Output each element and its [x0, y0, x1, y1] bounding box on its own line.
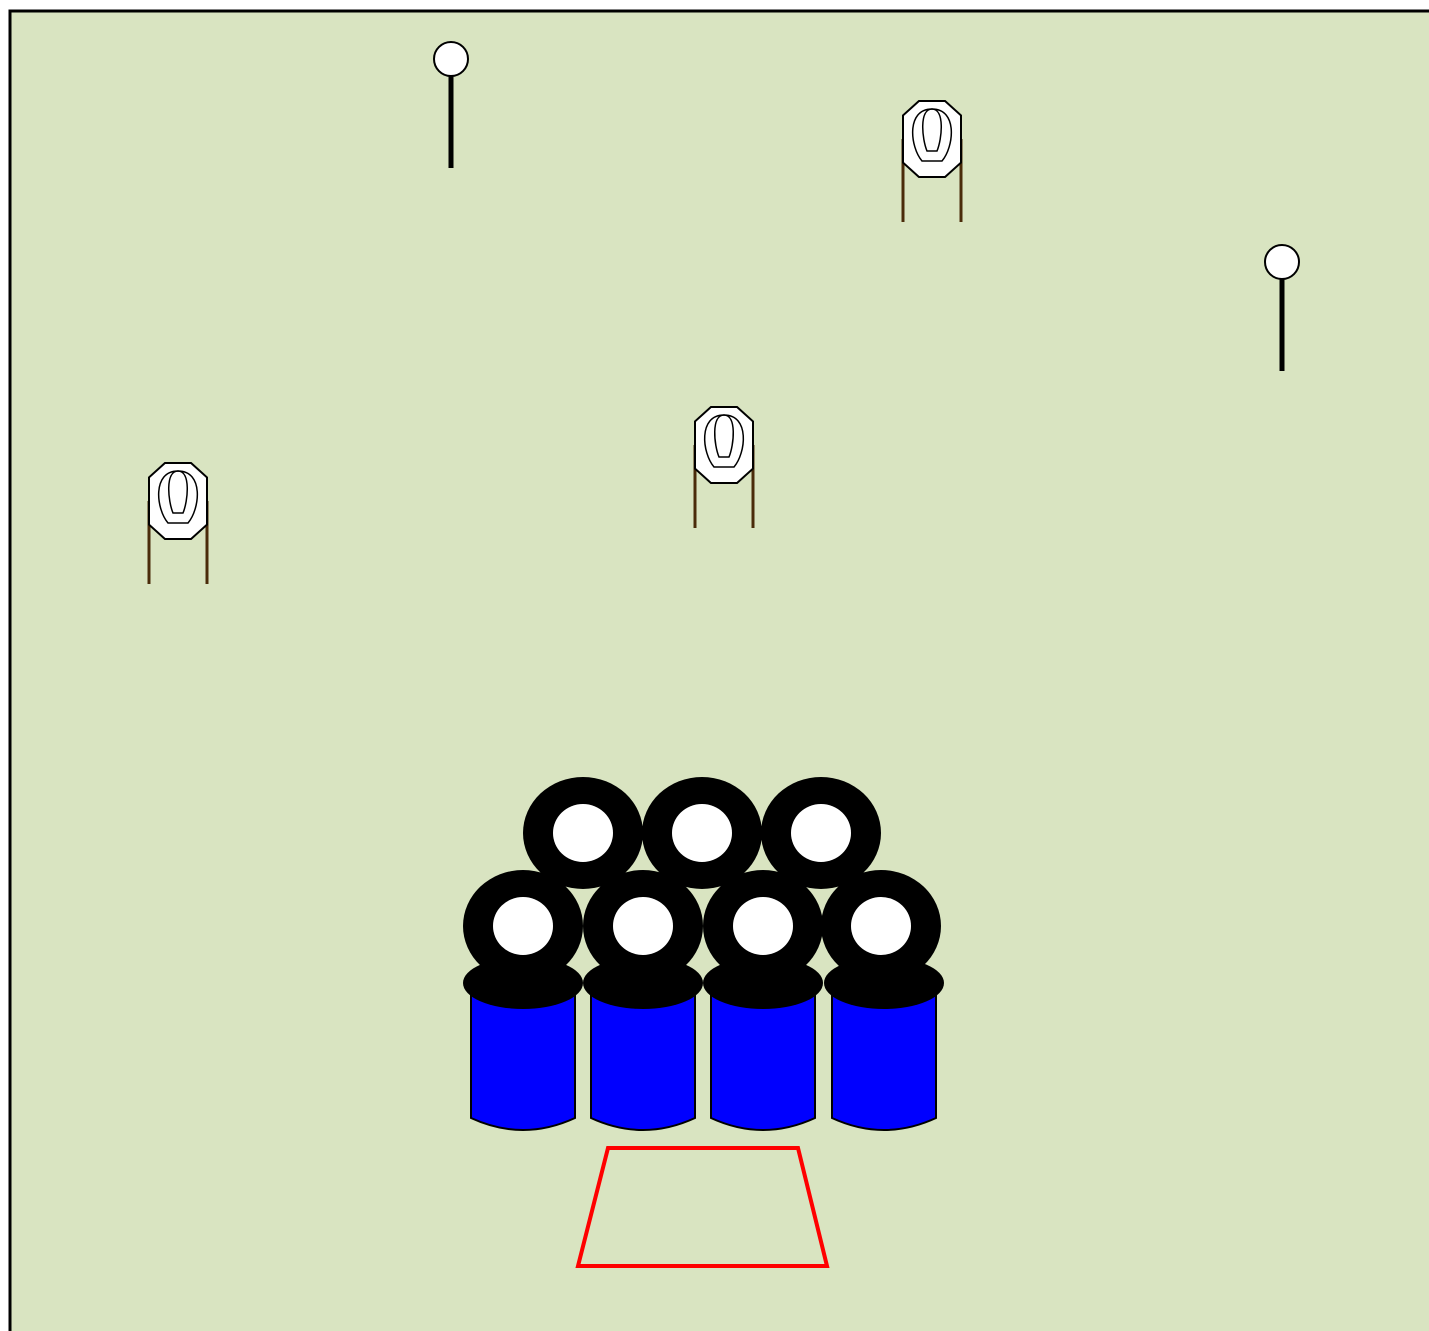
tire-hole: [733, 897, 793, 955]
target-face: [695, 407, 753, 483]
tire-hole: [791, 804, 851, 862]
field-area: [10, 11, 1429, 1331]
tire: [463, 870, 583, 982]
tire: [761, 777, 881, 889]
tire: [523, 777, 643, 889]
tire-hole: [493, 897, 553, 955]
target-face: [903, 101, 961, 177]
tire-hole: [613, 897, 673, 955]
popper-head: [1265, 245, 1299, 279]
tire-hole: [851, 897, 911, 955]
tire: [642, 777, 762, 889]
tire: [821, 870, 941, 982]
tire-hole: [672, 804, 732, 862]
tire: [583, 870, 703, 982]
tire-hole: [553, 804, 613, 862]
popper-head: [434, 42, 468, 76]
target-face: [149, 463, 207, 539]
